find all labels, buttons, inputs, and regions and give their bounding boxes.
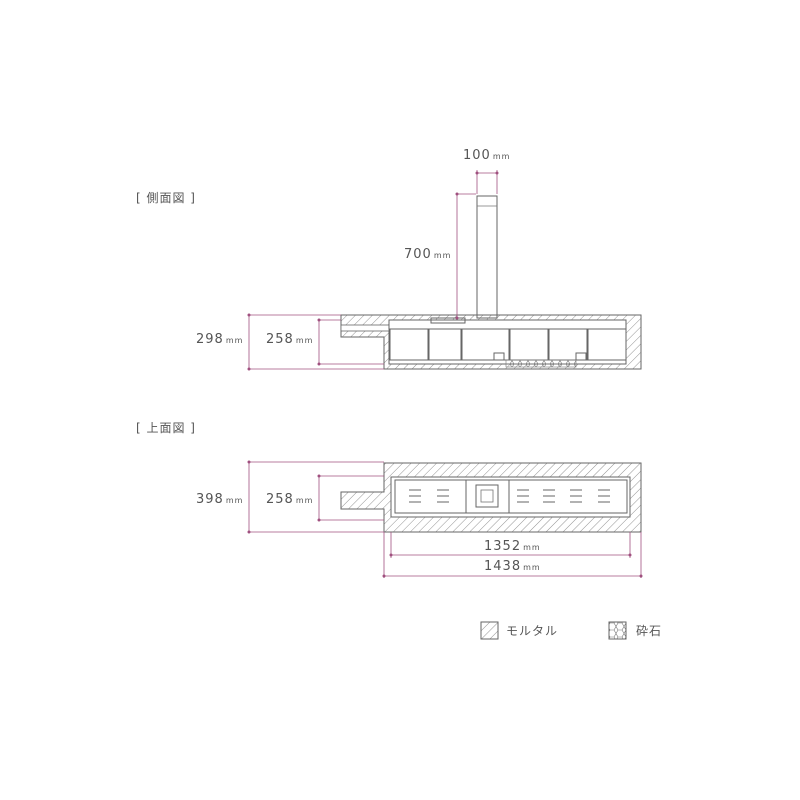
inner-width-unit: mm: [523, 543, 541, 552]
chimney-base-cell: [465, 479, 510, 514]
vent-slots: [409, 489, 610, 503]
outer-width-unit: mm: [523, 563, 541, 572]
gravel-icon: [608, 621, 627, 640]
vent-slot-group: [437, 489, 449, 503]
side-view-label: [ 側面図 ]: [136, 191, 196, 205]
stove-module: [509, 328, 549, 361]
chimney-width-value: 100: [463, 148, 491, 163]
vent-slot-group: [570, 489, 582, 503]
outer-height-value: 298: [196, 332, 224, 347]
chimney-hole: [480, 489, 494, 503]
hatch-icon: [480, 621, 499, 640]
legend: モルタル 砕石: [480, 621, 662, 640]
vent-slot-group: [598, 489, 610, 503]
chimney-height-value: 700: [404, 247, 432, 262]
gravel-base: [505, 359, 577, 368]
top-mortar-frame: [340, 462, 642, 533]
chimney-footprint: [475, 484, 499, 508]
stove-foot: [575, 352, 587, 361]
side-extension-opening: [340, 324, 390, 332]
stove-module: [587, 328, 627, 361]
inner-width-value: 1352: [484, 539, 521, 554]
outer-width-value: 1438: [484, 559, 521, 574]
stove-top-rail: [388, 319, 627, 330]
outer-height-unit: mm: [226, 336, 244, 345]
stove-module: [428, 328, 462, 361]
stove-module: [548, 328, 588, 361]
vent-slot-group: [409, 489, 421, 503]
stove-module: [389, 328, 429, 361]
outer-depth-unit: mm: [226, 496, 244, 505]
stove-modules: [389, 328, 627, 361]
inner-height-value: 258: [266, 332, 294, 347]
stove-top-plate: [394, 479, 628, 514]
inner-height-unit: mm: [296, 336, 314, 345]
legend-item-mortar: モルタル: [480, 621, 558, 640]
vent-slot-group: [543, 489, 555, 503]
inner-depth-unit: mm: [296, 496, 314, 505]
chimney-height-unit: mm: [434, 251, 452, 260]
legend-item-gravel: 砕石: [608, 621, 662, 640]
legend-label-mortar: モルタル: [506, 624, 558, 638]
top-view-label: [ 上面図 ]: [136, 421, 196, 435]
inner-depth-value: 258: [266, 492, 294, 507]
chimney-width-unit: mm: [493, 152, 511, 161]
stove-handle: [430, 317, 466, 324]
outer-depth-value: 398: [196, 492, 224, 507]
legend-label-gravel: 砕石: [636, 623, 662, 638]
stove-foot: [493, 352, 505, 361]
stove-module: [461, 328, 510, 361]
chimney: [476, 195, 498, 319]
vent-slot-group: [517, 489, 529, 503]
side-mortar-shell: [340, 314, 642, 370]
